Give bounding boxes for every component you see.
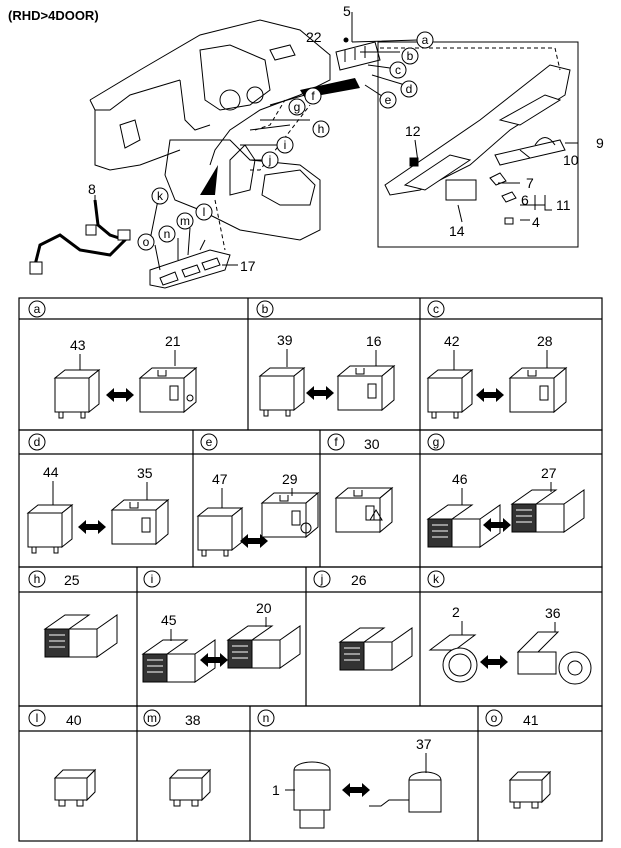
overview-callout-j: j: [261, 151, 279, 169]
part-num-a-right: 21: [165, 333, 181, 349]
callout-4: 4: [532, 214, 540, 230]
svg-text:i: i: [284, 138, 287, 152]
part-num-l: 40: [66, 712, 82, 728]
part-num-e-left: 47: [212, 471, 228, 487]
part-num-d-right: 35: [137, 465, 153, 481]
overview-callout-g: g: [288, 98, 306, 116]
svg-text:h: h: [34, 572, 41, 586]
svg-text:k: k: [433, 572, 440, 586]
part-num-g-right: 27: [541, 465, 557, 481]
svg-text:j: j: [320, 572, 324, 586]
part-num-j: 26: [351, 572, 367, 588]
panel-header-k: k: [427, 570, 445, 588]
callout-5: 5: [343, 3, 351, 19]
svg-text:g: g: [433, 435, 440, 449]
callout-11: 11: [556, 197, 571, 213]
callout-14: 14: [449, 223, 465, 239]
overview-callout-n: n: [158, 225, 176, 243]
svg-text:e: e: [385, 93, 392, 107]
svg-text:a: a: [422, 33, 429, 47]
panel-header-e: e: [200, 433, 218, 451]
part-num-i-left: 45: [161, 612, 177, 628]
svg-text:k: k: [157, 189, 164, 203]
overview-callout-c: c: [389, 61, 407, 79]
callout-6: 6: [521, 192, 529, 208]
callout-22: 22: [306, 29, 322, 45]
overview-callout-m: m: [176, 212, 194, 230]
overview-callout-h: h: [312, 120, 330, 138]
part-num-c-right: 28: [537, 333, 553, 349]
panel-header-l: l: [28, 709, 46, 727]
part-num-e-right: 29: [282, 471, 298, 487]
part-num-g-left: 46: [452, 471, 468, 487]
part-num-b-right: 16: [366, 333, 382, 349]
part-num-a-left: 43: [70, 337, 86, 353]
part-num-f: 30: [364, 436, 380, 452]
svg-text:h: h: [318, 122, 325, 136]
panel-header-b: b: [256, 300, 274, 318]
svg-text:f: f: [334, 435, 338, 449]
part-num-c-left: 42: [444, 333, 460, 349]
svg-text:b: b: [262, 302, 269, 316]
overview-callout-i: i: [276, 136, 294, 154]
svg-text:o: o: [491, 711, 498, 725]
overview-callout-f: f: [304, 87, 322, 105]
svg-text:l: l: [203, 205, 206, 219]
panel-header-o: o: [485, 709, 503, 727]
callout-8: 8: [88, 181, 96, 197]
overview-callout-b: b: [401, 47, 419, 65]
svg-text:g: g: [294, 100, 301, 114]
svg-text:n: n: [263, 711, 270, 725]
part-num-h: 25: [64, 572, 80, 588]
svg-text:m: m: [147, 711, 157, 725]
panel-header-h: h: [28, 570, 46, 588]
overview-callout-e: e: [379, 91, 397, 109]
panel-header-g: g: [427, 433, 445, 451]
svg-text:f: f: [311, 89, 315, 103]
svg-text:b: b: [407, 49, 414, 63]
svg-text:n: n: [164, 227, 171, 241]
svg-text:m: m: [180, 214, 190, 228]
panel-header-f: f: [327, 433, 345, 451]
part-num-d-left: 44: [43, 464, 59, 480]
part-num-n-left: 1: [272, 782, 280, 798]
svg-text:d: d: [406, 82, 413, 96]
part-num-k-right: 36: [545, 605, 561, 621]
overview-callout-o: o: [137, 233, 155, 251]
part-num-n-right: 37: [416, 736, 432, 752]
svg-text:a: a: [34, 302, 41, 316]
callout-7: 7: [526, 175, 534, 191]
overview-callout-a: a: [416, 31, 434, 49]
overview-callout-d: d: [400, 80, 418, 98]
part-num-m: 38: [185, 712, 201, 728]
svg-text:o: o: [143, 235, 150, 249]
svg-text:j: j: [268, 153, 272, 167]
svg-text:c: c: [433, 302, 439, 316]
svg-text:l: l: [36, 711, 39, 725]
panel-header-i: i: [143, 570, 161, 588]
part-num-i-right: 20: [256, 600, 272, 616]
panel-header-m: m: [143, 709, 161, 727]
callout-9: 9: [596, 135, 604, 151]
svg-text:e: e: [206, 435, 213, 449]
callout-12: 12: [405, 123, 421, 139]
panel-header-d: d: [28, 433, 46, 451]
panel-header-c: c: [427, 300, 445, 318]
panel-header-n: n: [257, 709, 275, 727]
callout-10: 10: [563, 152, 579, 168]
panel-header-j: j: [313, 570, 331, 588]
part-num-b-left: 39: [277, 332, 293, 348]
callout-17: 17: [240, 258, 256, 274]
part-num-k-left: 2: [452, 604, 460, 620]
overview-callout-l: l: [195, 203, 213, 221]
svg-text:i: i: [151, 572, 154, 586]
overview-callout-k: k: [151, 187, 169, 205]
part-num-o: 41: [523, 712, 539, 728]
svg-text:c: c: [395, 63, 401, 77]
panel-header-a: a: [28, 300, 46, 318]
diagram-title: (RHD>4DOOR): [8, 8, 99, 23]
svg-text:d: d: [34, 435, 41, 449]
